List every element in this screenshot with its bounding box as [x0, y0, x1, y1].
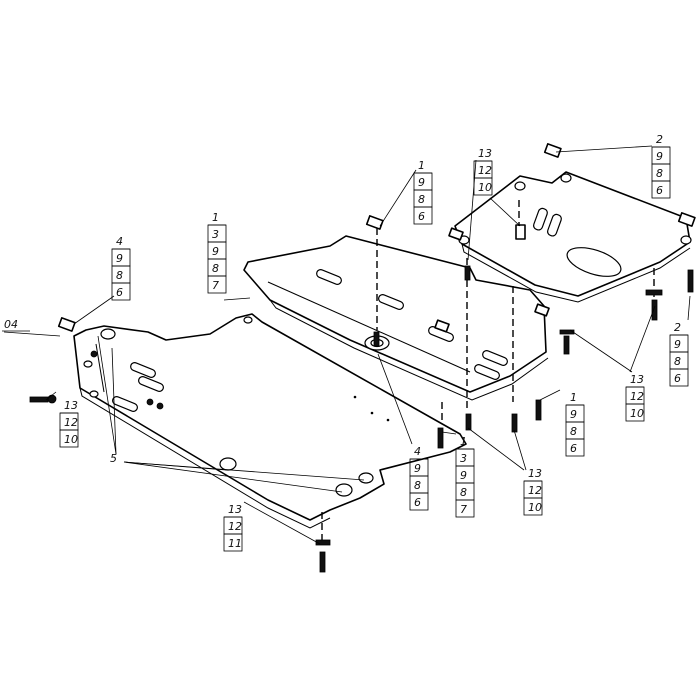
callout-number: 12	[64, 416, 78, 429]
callout-number: 2	[674, 321, 681, 334]
callout-c-bot-13: 13 12 11	[223, 503, 243, 552]
callout-number: 12	[630, 390, 644, 403]
callout-cell	[473, 177, 493, 196]
middle-skid-plate	[243, 215, 550, 401]
callout-number: 9	[656, 150, 663, 163]
callout-number: 9	[674, 338, 681, 351]
callout-cell	[669, 368, 689, 387]
callout-cell	[111, 282, 131, 301]
callout-c-main-1: 1 3 9 8 7	[207, 211, 227, 294]
callout-number: 6	[570, 442, 577, 455]
callout-cell	[651, 180, 671, 199]
callout-c-top-13: 13 12 10	[473, 147, 493, 196]
callout-number: 12	[478, 164, 492, 177]
callout-number: 8	[570, 425, 577, 438]
leader-lines	[3, 145, 691, 545]
callout-c-left-13: 13 12 10	[59, 399, 79, 448]
callout-number: 1	[212, 211, 219, 224]
callout-c-mid-1b: 1 3 9 8 7	[455, 435, 475, 518]
callout-cell	[413, 206, 433, 225]
callout-number: 13	[528, 467, 542, 480]
callout-c-right-2: 2 9 8 6	[669, 321, 689, 387]
callout-number: 1	[460, 435, 467, 448]
callout-number: 9	[570, 408, 577, 421]
callout-cell	[455, 499, 475, 518]
callout-number: 2	[656, 133, 663, 146]
callout-number: 10	[630, 407, 644, 420]
callout-number: 6	[418, 210, 425, 223]
label-5: 5	[110, 452, 117, 465]
callout-c-right-13: 13 12 10	[625, 373, 645, 422]
callout-number: 9	[418, 176, 425, 189]
callout-number: 6	[674, 372, 681, 385]
callout-number: 12	[528, 484, 542, 497]
callout-stacks: 1398719861312102986498613121029861312101…	[59, 133, 689, 552]
callout-number: 4	[414, 445, 421, 458]
callout-number: 11	[228, 537, 242, 550]
callout-number: 7	[212, 279, 219, 292]
callout-cell	[523, 497, 543, 516]
callout-number: 9	[212, 245, 219, 258]
callout-number: 10	[528, 501, 542, 514]
callout-number: 1	[570, 391, 577, 404]
front-skid-plate	[57, 313, 467, 529]
callout-cell	[223, 533, 243, 552]
callout-number: 8	[116, 269, 123, 282]
fasteners	[29, 265, 694, 573]
callout-number: 7	[460, 503, 467, 516]
callout-number: 3	[212, 228, 219, 241]
callout-number: 9	[116, 252, 123, 265]
callout-number: 10	[478, 181, 492, 194]
callout-number: 8	[212, 262, 219, 275]
callout-number: 13	[630, 373, 644, 386]
callout-number: 8	[460, 486, 467, 499]
callout-number: 6	[116, 286, 123, 299]
callout-number: 6	[414, 496, 421, 509]
callout-cell	[625, 403, 645, 422]
callout-number: 8	[418, 193, 425, 206]
callout-number: 10	[64, 433, 78, 446]
callout-cell	[409, 492, 429, 511]
callout-number: 13	[228, 503, 242, 516]
callout-cell	[207, 275, 227, 294]
assembly-lines	[321, 200, 655, 540]
callout-c-left-4: 4 9 8 6	[111, 235, 131, 301]
callout-number: 12	[228, 520, 242, 533]
callout-c-mid-13: 13 12 10	[523, 467, 543, 516]
callout-c-top-2: 2 9 8 6	[651, 133, 671, 199]
callout-cell	[565, 438, 585, 457]
callout-number: 3	[460, 452, 467, 465]
callout-number: 6	[656, 184, 663, 197]
callout-number: 1	[418, 159, 425, 172]
callout-number: 8	[674, 355, 681, 368]
callout-c-mid-4: 4 9 8 6	[409, 445, 429, 511]
callout-number: 9	[460, 469, 467, 482]
label-04: 04	[4, 318, 18, 331]
callout-cell	[59, 429, 79, 448]
callout-number: 13	[64, 399, 78, 412]
callout-number: 8	[414, 479, 421, 492]
rear-skid-plate	[448, 143, 696, 303]
callout-number: 13	[478, 147, 492, 160]
callout-number: 4	[116, 235, 123, 248]
callout-number: 8	[656, 167, 663, 180]
callout-number: 9	[414, 462, 421, 475]
